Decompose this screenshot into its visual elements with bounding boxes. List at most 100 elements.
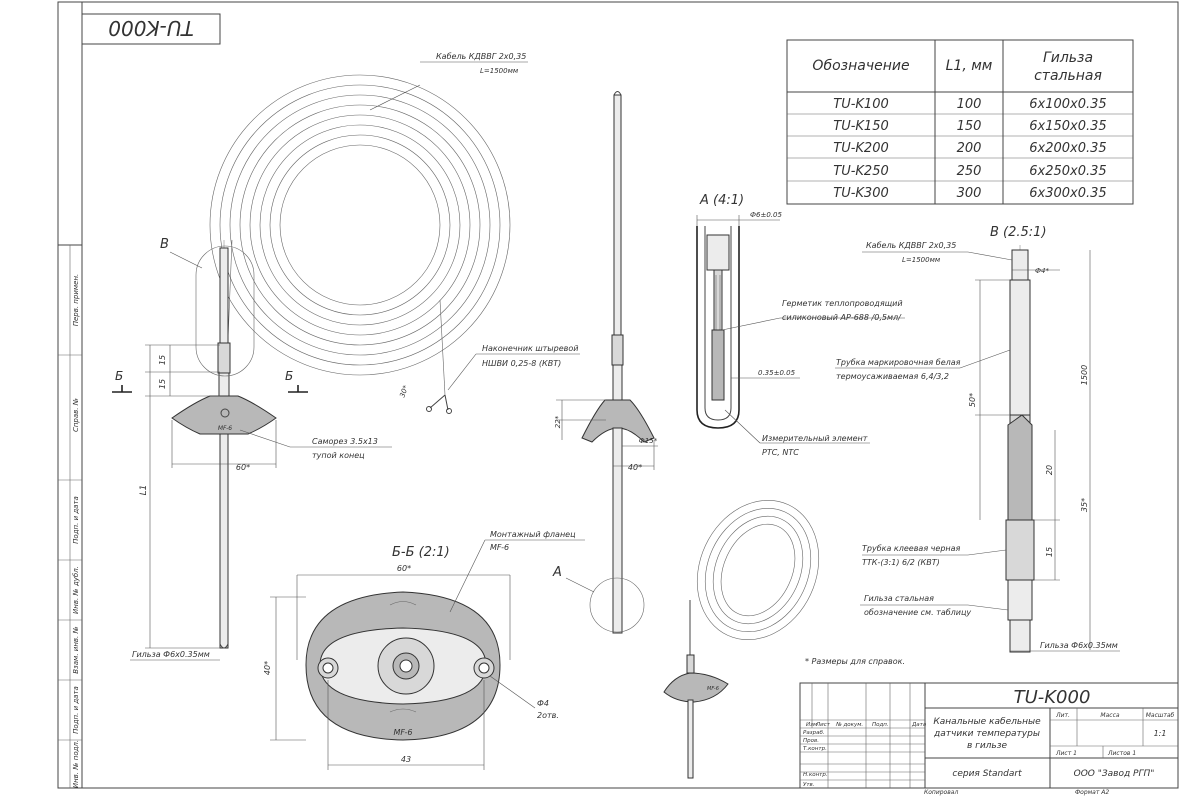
section-right: Б bbox=[285, 369, 293, 383]
side-label-6: Инв. № подл. bbox=[72, 740, 80, 788]
section-left: Б bbox=[115, 369, 123, 383]
stamp-top-text: TU-K000 bbox=[108, 16, 193, 40]
table-cell: 6x250x0.35 bbox=[1029, 164, 1106, 179]
side-label-2: Подп. и дата bbox=[72, 496, 80, 544]
sleeve-middle bbox=[612, 427, 623, 634]
table-cell: 6x150x0.35 bbox=[1029, 119, 1106, 134]
tb-utv: Утв. bbox=[803, 782, 815, 788]
flange-left-mark: MF-6 bbox=[218, 425, 232, 432]
tb-format: Формат А2 bbox=[1075, 789, 1109, 796]
side-label-1: Справ. № bbox=[72, 398, 80, 432]
callout-element2: PTC, NTC bbox=[762, 448, 799, 457]
tb-col-doc: № докум. bbox=[835, 722, 863, 728]
flange-left bbox=[171, 395, 277, 435]
dim-holes: 2отв. bbox=[537, 711, 559, 720]
table-cell: 6x300x0.35 bbox=[1029, 186, 1106, 201]
callout-screw: Саморез 3.5x13 bbox=[312, 437, 378, 446]
dims-left: 15 15 L1 60* B Б Б bbox=[112, 237, 308, 649]
dim-15c: 15 bbox=[1045, 547, 1054, 557]
callout-sleeve-left: Гильза Ф6x0.35мм bbox=[132, 650, 210, 659]
sleeve-left bbox=[219, 433, 229, 649]
callout-sleeve-right: Гильза Ф6x0.35мм bbox=[1040, 641, 1118, 650]
table-header-0: Обозначение bbox=[812, 58, 909, 74]
table-cell: TU-K200 bbox=[833, 141, 889, 156]
table-header-1: L1, мм bbox=[946, 58, 993, 74]
callout-marking2: термоусаживаемая 6,4/3,2 bbox=[836, 372, 949, 381]
section-bb: Б-Б (2:1) 60* MF-6 40* 43 Ф4 2отв. Монта… bbox=[263, 530, 585, 770]
dim-phi15: Ф15* bbox=[639, 437, 658, 445]
sensor-left: MF-6 bbox=[171, 240, 277, 649]
section-bb-mark: MF-6 bbox=[393, 728, 412, 737]
dim-phi6: Ф6±0.05 bbox=[750, 211, 782, 219]
tb-col-data: Дата bbox=[911, 722, 927, 728]
tb-masshtab: Масштаб bbox=[1146, 712, 1175, 719]
table-cell: 100 bbox=[957, 97, 982, 112]
tb-series: серия Standart bbox=[952, 769, 1022, 779]
tb-col-list: Лист bbox=[815, 722, 831, 728]
callout-cable-b: Кабель КДВВГ 2x0,35 bbox=[866, 241, 956, 250]
callout-flange: Монтажный фланец bbox=[490, 530, 576, 539]
stamp-top: TU-K000 bbox=[81, 13, 221, 45]
callout-tip2: НШВИ 0,25-8 (КВТ) bbox=[482, 359, 561, 368]
detail-b: B (2.5:1) 50* 20 15 1500 35* Ф4* Кабель … bbox=[835, 225, 1120, 653]
dim-L1: L1 bbox=[139, 485, 149, 496]
dim-60: 60* bbox=[236, 463, 250, 472]
side-label-3: Инв. № дубл. bbox=[72, 566, 80, 614]
callout-glue2: ТТК-(3:1) 6/2 (КВТ) bbox=[862, 558, 940, 567]
sensor-middle: 22* Ф15* 40* A bbox=[552, 91, 658, 634]
callouts-left: Кабель КДВВГ 2x0,35 L=1500мм Наконечник … bbox=[130, 52, 580, 661]
dim-phi4: Ф4* bbox=[1035, 267, 1049, 275]
detail-b-circle bbox=[195, 245, 255, 377]
table-cell: TU-K300 bbox=[833, 186, 889, 201]
side-label-4: Взам. инв. № bbox=[72, 626, 80, 674]
dim-30: 30* bbox=[398, 384, 410, 399]
callout-sleeve-steel: Гильза стальная bbox=[864, 594, 934, 603]
dim-15a: 15 bbox=[158, 355, 167, 365]
isometric-view: MF-6 bbox=[663, 499, 820, 779]
detail-a-label: A bbox=[552, 565, 562, 580]
table-cell: 150 bbox=[957, 119, 982, 134]
callout-marking: Трубка маркировочная белая bbox=[836, 358, 961, 367]
callout-element: Измерительный элемент bbox=[762, 434, 868, 443]
tb-company: ООО "Завод РГП" bbox=[1074, 769, 1155, 779]
table-cell: TU-K250 bbox=[833, 164, 889, 179]
tb-col-izm: Изм bbox=[806, 722, 817, 728]
tb-scale: 1:1 bbox=[1154, 729, 1167, 738]
tb-name1: Канальные кабельные bbox=[933, 717, 1041, 727]
callout-sealant: Герметик теплопроводящий bbox=[782, 299, 903, 308]
side-label-0: Перв. примен. bbox=[72, 274, 80, 327]
callout-flange2: MF-6 bbox=[490, 543, 509, 552]
callout-cable-len: L=1500мм bbox=[480, 67, 519, 75]
detail-b-title: B (2.5:1) bbox=[990, 225, 1047, 240]
tb-lit: Лит. bbox=[1055, 712, 1070, 719]
table-cell: 200 bbox=[957, 141, 982, 156]
cable-coil bbox=[209, 74, 511, 414]
table-cell: TU-K150 bbox=[833, 119, 889, 134]
tb-massa: Масса bbox=[1100, 712, 1119, 719]
note-text: * Размеры для справок. bbox=[805, 657, 905, 666]
callout-sealant2: силиконовый АР-688 /0,5мл/ bbox=[782, 313, 902, 322]
dim-035: 0.35±0.05 bbox=[758, 369, 796, 377]
dim-20: 20 bbox=[1045, 465, 1054, 475]
detail-a: A (4:1) Ф6±0.05 Герметик теплопроводящий… bbox=[696, 193, 905, 457]
dim-43: 43 bbox=[401, 755, 411, 764]
title-block: TU-K000 Канальные кабельные датчики темп… bbox=[799, 682, 1179, 796]
table-cell: 300 bbox=[957, 186, 982, 201]
tb-sheet: Лист 1 bbox=[1055, 750, 1077, 757]
callout-tip: Наконечник штыревой bbox=[482, 344, 578, 353]
tb-nkontr: Н.контр. bbox=[803, 772, 828, 778]
detail-a-circle bbox=[589, 577, 645, 633]
dim-1500: 1500 bbox=[1080, 365, 1089, 385]
tb-sheets: Листов 1 bbox=[1107, 750, 1136, 757]
dim-phi4-bb: Ф4 bbox=[537, 699, 549, 708]
dim-15b: 15 bbox=[158, 379, 167, 389]
table-cell: 6x100x0.35 bbox=[1029, 97, 1106, 112]
callout-sleeve-steel2: обозначение см. таблицу bbox=[864, 608, 971, 617]
dim-50: 50* bbox=[968, 393, 977, 407]
tb-razrab: Разраб. bbox=[803, 730, 825, 736]
tb-prov: Пров. bbox=[803, 738, 819, 744]
callout-glue: Трубка клеевая черная bbox=[862, 544, 961, 553]
